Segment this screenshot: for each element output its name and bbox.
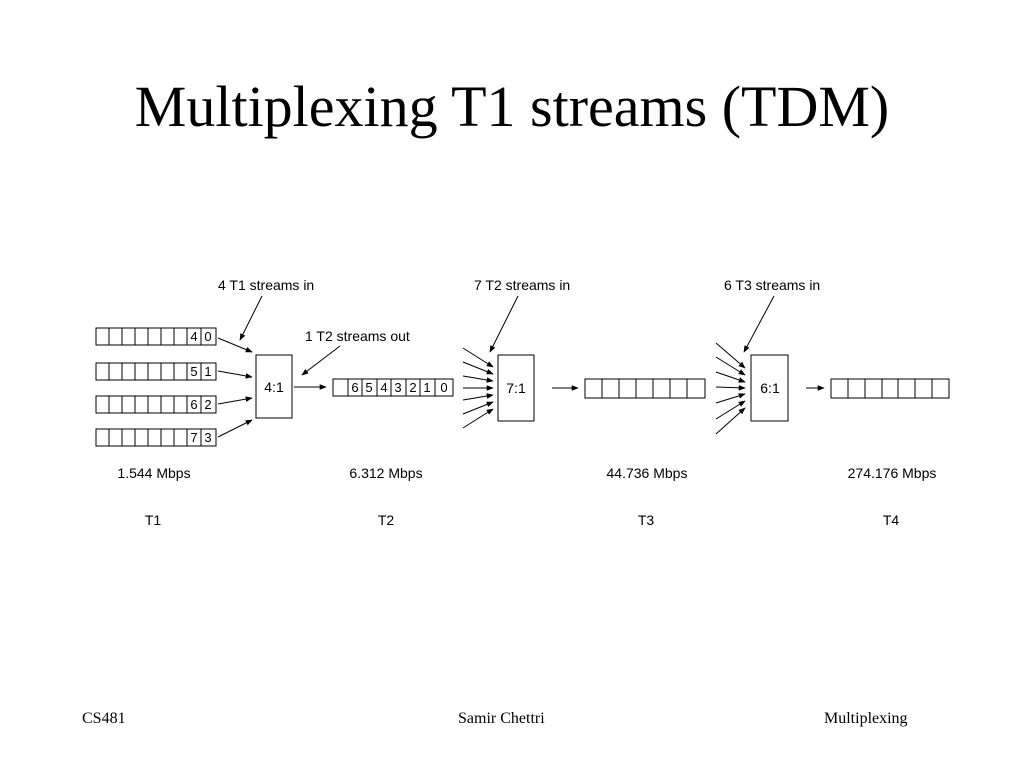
t1-frame <box>95 395 217 414</box>
t3-in-pointer-arrow <box>743 295 775 353</box>
t3-rate-label: 44.736 Mbps <box>607 465 688 481</box>
footer-topic: Multiplexing <box>824 710 908 727</box>
t2-input-arrows <box>462 347 494 429</box>
t1-frame <box>95 362 217 381</box>
t1-in-pointer-arrow <box>239 295 263 341</box>
t4-frame <box>830 378 950 399</box>
mux-7-1-label: 7:1 <box>506 380 526 396</box>
t1-cell-label: 7 <box>190 430 197 445</box>
t1-cell-label: 4 <box>190 329 197 344</box>
t2-streams-out-label: 1 T2 streams out <box>305 328 410 344</box>
t2-out-pointer-arrow <box>301 345 341 376</box>
slide-title: Multiplexing T1 streams (TDM) <box>134 74 890 139</box>
t1-streams-in-label: 4 T1 streams in <box>218 277 314 293</box>
t1-cell-label: 0 <box>204 329 211 344</box>
t4-rate-label: 274.176 Mbps <box>848 465 937 481</box>
t2-cell-label: 0 <box>440 380 447 395</box>
t2-cell-label: 6 <box>351 380 358 395</box>
t1-frame <box>95 428 217 447</box>
t1-cell-label: 3 <box>204 430 211 445</box>
t1-cell-label: 6 <box>190 397 197 412</box>
t3-level-label: T3 <box>638 512 655 528</box>
mux-6-1-box <box>750 354 789 422</box>
t4-level-label: T4 <box>883 512 900 528</box>
t3-input-arrows <box>715 342 746 435</box>
mux-4-1-label: 4:1 <box>264 379 284 395</box>
t2-cell-label: 3 <box>394 380 401 395</box>
t2-cell-label: 5 <box>365 380 372 395</box>
t1-input-frames <box>95 327 217 447</box>
t1-cell-label: 5 <box>190 364 197 379</box>
t1-level-label: T1 <box>145 512 162 528</box>
t2-streams-in-label: 7 T2 streams in <box>474 277 570 293</box>
t1-cell-label: 2 <box>204 397 211 412</box>
t3-frame <box>584 378 706 399</box>
t2-in-pointer-arrow <box>489 295 519 353</box>
footer-course: CS481 <box>82 710 126 727</box>
t1-input-arrows <box>217 337 253 438</box>
t1-cell-label: 1 <box>204 364 211 379</box>
t1-rate-label: 1.544 Mbps <box>117 465 190 481</box>
t2-level-label: T2 <box>378 512 395 528</box>
t1-frame <box>95 327 217 346</box>
mux-7-1-box <box>497 354 535 422</box>
mux-4-1-box <box>255 354 293 419</box>
t2-cell-label: 4 <box>380 380 387 395</box>
t2-cell-label: 1 <box>423 380 430 395</box>
t2-cell-label: 2 <box>409 380 416 395</box>
t2-frame <box>332 378 454 397</box>
t3-streams-in-label: 6 T3 streams in <box>724 277 820 293</box>
t2-rate-label: 6.312 Mbps <box>349 465 422 481</box>
mux-6-1-label: 6:1 <box>760 380 780 396</box>
footer-author: Samir Chettri <box>458 710 545 727</box>
